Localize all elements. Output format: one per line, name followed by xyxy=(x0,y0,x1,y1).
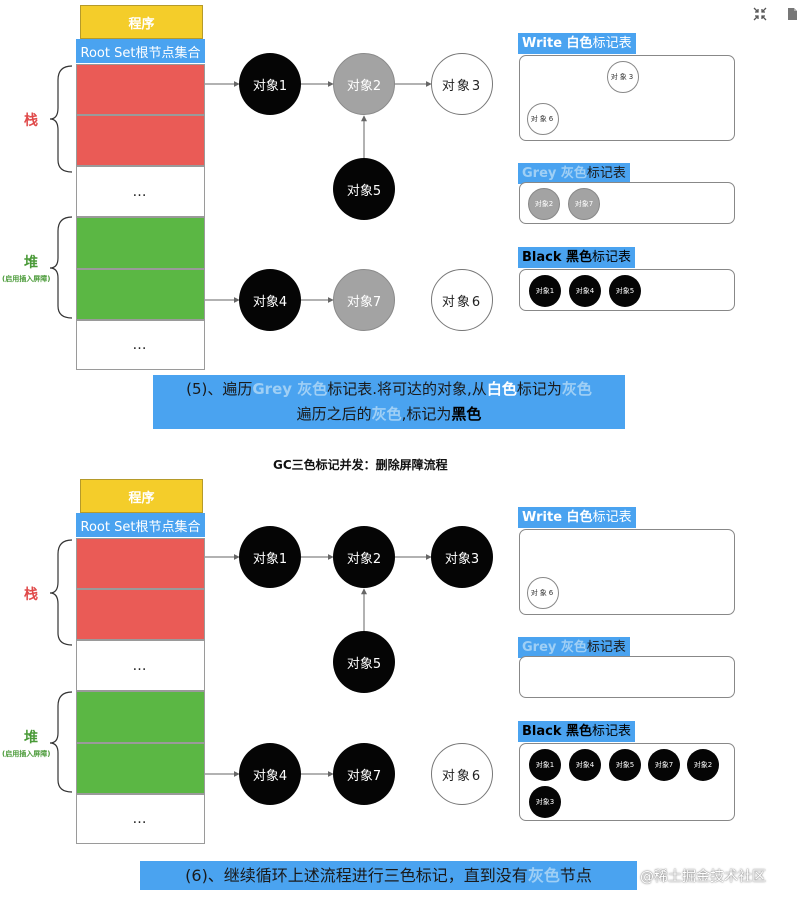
object-7-2: 对象7 xyxy=(333,743,395,805)
stack-label-2: 栈 xyxy=(24,587,38,603)
step5-caption: (5)、遍历Grey 灰色标记表.将可达的对象,从白色标记为灰色 遍历之后的灰色… xyxy=(153,375,625,429)
heap-brace xyxy=(49,216,73,319)
heap-slot-2 xyxy=(76,269,205,320)
object-2-2: 对象2 xyxy=(333,526,395,588)
stack-label: 栈 xyxy=(24,113,38,129)
black-item-object-5: 对象5 xyxy=(609,275,641,307)
black-item-object-4-2: 对象4 xyxy=(569,749,601,781)
white-table-title-2: Write 白色标记表 xyxy=(518,507,636,528)
object-3: 对象3 xyxy=(431,53,493,115)
heap-slot-2-2 xyxy=(76,743,205,794)
root-set-label-2: Root Set根节点集合 xyxy=(76,513,205,537)
black-item-object-7-2: 对象7 xyxy=(648,749,680,781)
stack-slot-1 xyxy=(76,64,205,115)
object-5-2: 对象5 xyxy=(333,631,395,693)
heap-slot-1 xyxy=(76,217,205,269)
heap-label-2: 堆 xyxy=(24,730,38,746)
stack-brace-2 xyxy=(49,539,73,646)
stack-slot-ellipsis-2: … xyxy=(76,640,205,691)
step6-caption: (6)、继续循环上述流程进行三色标记，直到没有灰色节点 xyxy=(140,861,637,890)
root-set-label: Root Set根节点集合 xyxy=(76,39,205,63)
white-table-title: Write 白色标记表 xyxy=(518,33,636,54)
heap-slot-ellipsis-2: … xyxy=(76,794,205,844)
heap-slot-ellipsis: … xyxy=(76,320,205,370)
black-item-object-3-2: 对象3 xyxy=(529,786,561,818)
object-2: 对象2 xyxy=(333,53,395,115)
grey-item-object-7: 对象7 xyxy=(568,188,600,220)
grey-table-box-2 xyxy=(519,656,735,698)
collapse-icon[interactable] xyxy=(752,6,768,22)
program-box-2: 程序 xyxy=(80,479,203,513)
white-item-object-6-2: 对象6 xyxy=(527,577,559,609)
object-6: 对象6 xyxy=(431,269,493,331)
heap-label: 堆 xyxy=(24,255,38,271)
black-table-title-2: Black 黑色标记表 xyxy=(518,721,636,742)
heap-brace-2 xyxy=(49,691,73,793)
object-7: 对象7 xyxy=(333,269,395,331)
black-item-object-5-2: 对象5 xyxy=(609,749,641,781)
stack-slot-ellipsis: … xyxy=(76,166,205,217)
grey-item-object-2: 对象2 xyxy=(528,188,560,220)
heap-sublabel: (启用插入屏障) xyxy=(2,275,51,283)
grey-table-title-2: Grey 灰色标记表 xyxy=(518,637,630,658)
black-item-object-1: 对象1 xyxy=(529,275,561,307)
heap-sublabel-2: (启用插入屏障) xyxy=(2,750,51,758)
stack-slot-2-2 xyxy=(76,589,205,640)
heap-slot-1-2 xyxy=(76,691,205,743)
object-4: 对象4 xyxy=(239,269,301,331)
copy-icon[interactable] xyxy=(784,6,800,22)
stack-slot-1-2 xyxy=(76,538,205,589)
black-item-object-4: 对象4 xyxy=(569,275,601,307)
program-box: 程序 xyxy=(80,5,203,39)
object-1: 对象1 xyxy=(239,53,301,115)
object-5: 对象5 xyxy=(333,158,395,220)
white-item-object-6: 对象6 xyxy=(527,103,559,135)
object-1-2: 对象1 xyxy=(239,526,301,588)
section-title: GC三色标记并发：删除屏障流程 xyxy=(273,458,448,472)
black-table-title: Black 黑色标记表 xyxy=(518,247,636,268)
stack-slot-2 xyxy=(76,115,205,166)
black-item-object-1-2: 对象1 xyxy=(529,749,561,781)
grey-table-title: Grey 灰色标记表 xyxy=(518,163,630,184)
black-item-object-2-2: 对象2 xyxy=(687,749,719,781)
watermark: @稀土掘金技术社区 xyxy=(640,869,766,885)
stack-brace xyxy=(49,65,73,173)
object-4-2: 对象4 xyxy=(239,743,301,805)
white-item-object-3: 对象3 xyxy=(607,61,639,93)
object-6-2: 对象6 xyxy=(431,743,493,805)
object-3-2: 对象3 xyxy=(431,526,493,588)
